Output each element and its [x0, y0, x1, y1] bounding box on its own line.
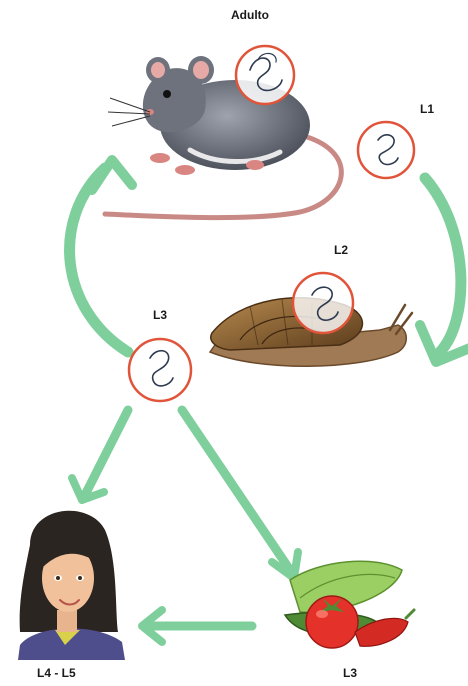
label-adult: Adulto [231, 8, 269, 22]
arrow-l3-to-human [85, 410, 128, 495]
arrow-l3-to-vegetables [182, 410, 290, 570]
label-l2: L2 [334, 243, 348, 257]
larva-l1-badge [358, 122, 414, 178]
larva-l2-badge [293, 273, 353, 333]
label-l3-bottom: L3 [343, 666, 357, 680]
vegetables-icon [285, 561, 414, 648]
rat-icon [105, 56, 341, 218]
girl-icon [18, 511, 125, 660]
label-l4-l5: L4 - L5 [37, 666, 76, 680]
larva-l3-badge [129, 339, 191, 401]
label-l3-top: L3 [153, 308, 167, 322]
arrowhead-l3-to-rat [92, 160, 132, 190]
label-l1: L1 [420, 102, 434, 116]
arrow-l1-to-snail [425, 178, 461, 352]
arrow-l3-to-rat [70, 168, 128, 352]
larva-adult-badge [236, 46, 294, 104]
